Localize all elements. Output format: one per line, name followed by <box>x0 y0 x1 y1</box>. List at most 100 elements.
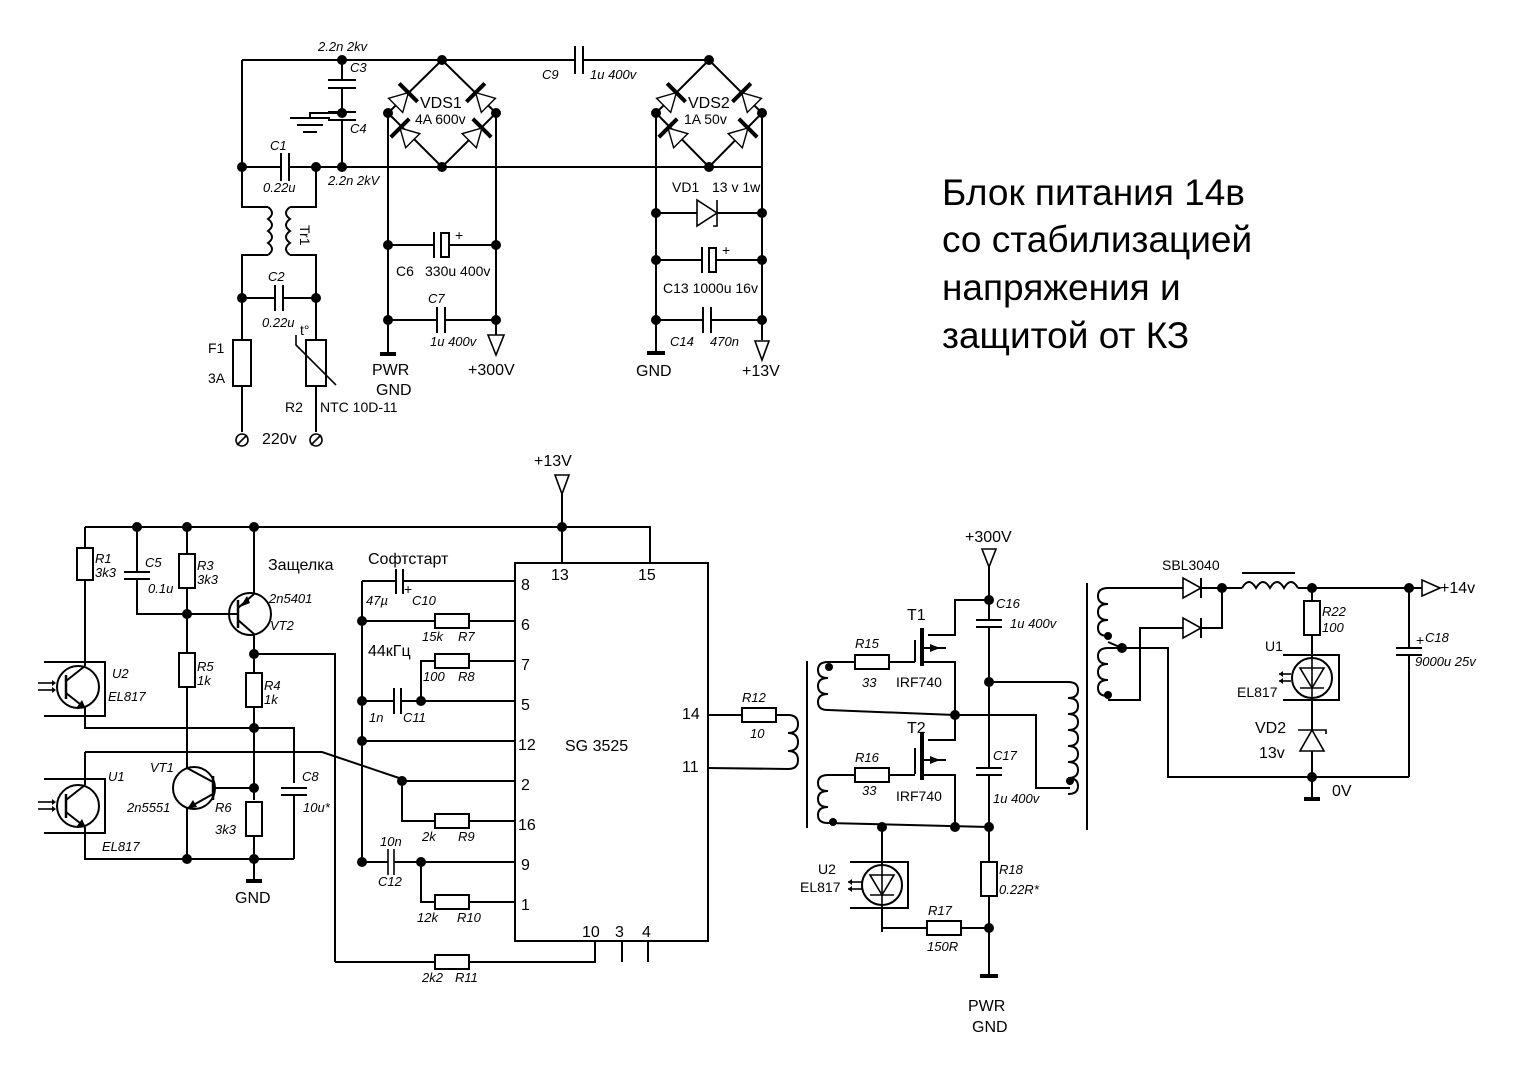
zener-bar <box>713 200 718 227</box>
c14-label: C14 <box>670 334 694 349</box>
c18-label: C18 <box>1425 630 1450 645</box>
output-inductor <box>1241 581 1299 590</box>
output-winding-1 <box>1096 587 1109 637</box>
r6-resistor <box>245 801 263 837</box>
plus-sign: + <box>404 581 412 597</box>
mains-voltage-label: 220v <box>262 431 297 448</box>
r7-resistor <box>434 613 470 629</box>
junction <box>757 315 767 325</box>
pin-14: 14 <box>682 706 700 723</box>
junction <box>491 240 501 250</box>
f1-value: 3A <box>208 370 226 386</box>
u1-optocoupler-phototransistor <box>38 752 294 860</box>
r10-resistor <box>434 894 470 910</box>
c17-label: C17 <box>993 748 1018 763</box>
r16-resistor <box>854 767 890 783</box>
vt2-pnp-transistor <box>228 527 272 653</box>
ntc-temp-mark: t° <box>300 322 310 338</box>
wire <box>241 254 268 298</box>
title-line-3: напряжения и <box>942 267 1181 308</box>
zener-bar <box>1298 729 1327 734</box>
rail-arrow-icon <box>980 548 998 570</box>
c11-label: C11 <box>403 710 426 725</box>
c17-value: 1u 400v <box>993 791 1041 806</box>
ntc-slash <box>295 335 337 386</box>
gnd-label: GND <box>636 363 672 380</box>
junction <box>984 822 994 832</box>
gate-winding-2 <box>816 774 990 828</box>
wire <box>309 112 342 118</box>
r9-resistor <box>434 813 470 829</box>
junction <box>651 315 661 325</box>
vds2-label: VDS2 <box>688 95 730 112</box>
power-transformer-primary <box>989 681 1080 795</box>
vd1-label: VD1 <box>672 179 699 195</box>
pin-16: 16 <box>518 817 536 834</box>
pin-4: 4 <box>642 924 651 941</box>
c3-value: 2.2n 2kv <box>317 39 369 54</box>
u1-led-value: EL817 <box>1237 684 1278 700</box>
vd2-zener-diode-icon <box>1298 728 1326 752</box>
t2-value: IRF740 <box>896 788 942 804</box>
f1-fuse <box>232 339 252 387</box>
softstart-label: Софтстарт <box>368 551 449 568</box>
plus-sign: + <box>722 242 730 258</box>
wire <box>84 751 403 780</box>
c16-label: C16 <box>996 596 1021 611</box>
junction <box>950 822 960 832</box>
c5-label: C5 <box>145 555 162 570</box>
latch-label: Защелка <box>268 557 334 574</box>
r5-resistor <box>178 652 196 688</box>
title-line-4: защитой от КЗ <box>942 315 1189 356</box>
r1-label: R1 <box>95 551 112 566</box>
wire <box>241 167 268 208</box>
frequency-label: 44кГц <box>368 643 411 660</box>
r22-resistor <box>1303 600 1321 636</box>
vds1-bridge-section: VDS1 4A 600v + C6 330u 400v C7 1u 400v P… <box>372 55 515 399</box>
u2-label: U2 <box>112 666 129 681</box>
vd1-value: 13 v 1w <box>712 179 761 195</box>
junction <box>437 162 447 172</box>
pin-7: 7 <box>521 657 530 674</box>
tr1-transformer <box>266 206 292 256</box>
c2-label: C2 <box>268 269 285 284</box>
v300-rail-label: +300V <box>965 529 1012 546</box>
r22-value: 100 <box>1322 620 1344 635</box>
light-arrows-icon <box>38 680 56 693</box>
r10-label: R10 <box>457 910 482 925</box>
gate-transformer-primary <box>707 714 800 771</box>
r7-value: 15k <box>422 629 444 644</box>
u2-value: EL817 <box>108 689 146 704</box>
t1-label: T1 <box>907 607 926 624</box>
c6-plate-positive <box>440 232 450 258</box>
u2-led-value: EL817 <box>800 879 841 895</box>
latch-feedback-wire <box>254 653 336 962</box>
t1-mosfet <box>914 628 956 715</box>
r1-value: 3k3 <box>95 565 117 580</box>
output-winding-2 <box>1096 647 1109 697</box>
output-arrow-icon <box>1421 578 1442 598</box>
junction <box>651 208 661 218</box>
pin-1: 1 <box>521 897 530 914</box>
plus-sign: + <box>455 227 463 243</box>
r8-label: R8 <box>458 669 475 684</box>
junction <box>337 55 347 65</box>
junction <box>491 315 501 325</box>
r12-value: 10 <box>750 726 765 741</box>
pin-15: 15 <box>638 567 656 584</box>
junction <box>416 696 426 706</box>
v13-label: +13V <box>742 363 780 380</box>
c8-value: 10u* <box>303 800 331 815</box>
vds2-bridge-section: VDS2 1A 50v VD1 13 v 1w + C13 1000u 16v … <box>636 55 780 380</box>
r22-label: R22 <box>1322 604 1347 619</box>
gnd-label: GND <box>376 382 412 399</box>
r1-resistor <box>76 547 94 581</box>
c11-value: 1n <box>369 710 383 725</box>
mains-terminal-icon <box>309 433 323 447</box>
c7-value: 1u 400v <box>430 334 478 349</box>
c14-value: 470n <box>710 334 739 349</box>
u2-optocoupler-phototransistor <box>38 661 106 717</box>
c1-value: 0.22u <box>263 180 296 195</box>
r16-label: R16 <box>855 750 880 765</box>
